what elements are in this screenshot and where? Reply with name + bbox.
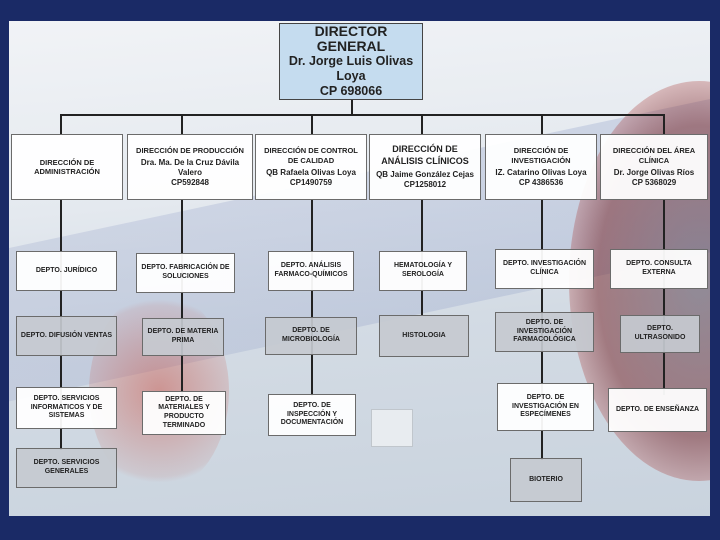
department-label: DEPTO. DE ENSEÑANZA	[615, 405, 700, 413]
department-box: DEPTO. DE INVESTIGACIÓN EN ESPECÍMENES	[497, 383, 594, 431]
department-label: DEPTO. FABRICACIÓN DE SOLUCIONES	[141, 264, 230, 280]
direction-title: DIRECCIÓN DEL ÁREA CLÍNICA	[612, 146, 696, 165]
director-general-box: DIRECTOR GENERAL Dr. Jorge Luis Olivas L…	[279, 23, 423, 100]
department-box: DEPTO. SERVICIOS INFORMATICOS Y DE SISTE…	[16, 387, 117, 429]
direction-head-name: QB Jaime González Cejas	[376, 169, 474, 179]
department-box: DEPTO. DE INSPECCIÓN Y DOCUMENTACIÓN	[268, 394, 356, 436]
direction-head-cp: CP1490759	[289, 177, 333, 187]
direction-title: DIRECCIÓN DE ADMINISTRACIÓN	[34, 157, 100, 176]
direction-head-name: Dr. Jorge Olivas Ríos	[613, 167, 695, 177]
direction-box-control-calidad: DIRECCIÓN DE CONTROL DE CALIDAD QB Rafae…	[255, 134, 367, 200]
direction-head-cp: CP 5368029	[631, 177, 677, 187]
department-label: DEPTO. DE INVESTIGACIÓN FARMACOLÓGICA	[513, 318, 576, 344]
department-label: DEPTO. SERVICIOS GENERALES	[33, 459, 100, 475]
director-title: DIRECTOR GENERAL	[314, 22, 388, 54]
department-box: DEPTO. DE ENSEÑANZA	[608, 388, 707, 432]
connector-line	[60, 114, 664, 116]
direction-box-analisis-clinicos: DIRECCIÓN DE ANÁLISIS CLÍNICOS QB Jaime …	[369, 134, 481, 200]
direction-title: DIRECCIÓN DE PRODUCCIÓN	[136, 145, 244, 155]
direction-title: DIRECCIÓN DE CONTROL DE CALIDAD	[264, 146, 358, 165]
department-box: DEPTO. DE MATERIALES Y PRODUCTO TERMINAD…	[142, 391, 226, 435]
department-box: DEPTO. FABRICACIÓN DE SOLUCIONES	[136, 253, 235, 293]
department-label: DEPTO. DE MICROBIOLOGÍA	[282, 327, 340, 343]
connector-line	[421, 114, 423, 134]
direction-box-area-clinica: DIRECCIÓN DEL ÁREA CLÍNICA Dr. Jorge Oli…	[600, 134, 708, 200]
direction-head-cp: CP 4386536	[518, 177, 564, 187]
department-box: DEPTO. SERVICIOS GENERALES	[16, 448, 117, 488]
department-box: DEPTO. DE MATERIA PRIMA	[142, 318, 224, 356]
direction-title: DIRECCIÓN DE ANÁLISIS CLÍNICOS	[381, 144, 469, 166]
org-chart-frame: DIRECTOR GENERAL Dr. Jorge Luis Olivas L…	[9, 21, 710, 516]
direction-box-produccion: DIRECCIÓN DE PRODUCCIÓN Dra. Ma. De la C…	[127, 134, 253, 200]
department-box: DEPTO. DE MICROBIOLOGÍA	[265, 317, 357, 355]
department-label: DEPTO. CONSULTA EXTERNA	[626, 260, 692, 276]
department-label: DEPTO. DIFUSIÓN VENTAS	[20, 331, 113, 339]
director-name: Dr. Jorge Luis Olivas Loya	[288, 54, 414, 84]
department-label: DEPTO. DE MATERIA PRIMA	[147, 328, 219, 344]
department-box: DEPTO. CONSULTA EXTERNA	[610, 249, 708, 289]
direction-head-cp: CP592848	[171, 178, 209, 188]
direction-head-name: QB Rafaela Olivas Loya	[266, 167, 356, 177]
connector-line	[311, 200, 313, 396]
director-cp: CP 698066	[319, 84, 383, 99]
connector-line	[663, 114, 665, 134]
direction-box-administracion: DIRECCIÓN DE ADMINISTRACIÓN	[11, 134, 123, 200]
department-label: DEPTO. ANÁLISIS FARMACO-QUÍMICOS	[274, 262, 348, 278]
connector-line	[181, 114, 183, 134]
connector-line	[181, 200, 183, 395]
department-label: HISTOLOGIA	[402, 331, 446, 339]
connector-line	[663, 200, 665, 395]
department-box: DEPTO. ULTRASONIDO	[620, 315, 700, 353]
department-label: BIOTERIO	[529, 475, 563, 483]
connector-line	[541, 114, 543, 134]
connector-line	[311, 114, 313, 134]
direction-title: DIRECCIÓN DE INVESTIGACIÓN	[511, 146, 571, 165]
department-label: DEPTO. DE INSPECCIÓN Y DOCUMENTACIÓN	[280, 401, 344, 427]
department-label: DEPTO. SERVICIOS INFORMATICOS Y DE SISTE…	[30, 394, 103, 420]
department-box: HISTOLOGIA	[379, 315, 469, 357]
department-box: BIOTERIO	[510, 458, 582, 502]
department-label: DEPTO. DE INVESTIGACIÓN EN ESPECÍMENES	[512, 393, 579, 419]
direction-box-investigacion: DIRECCIÓN DE INVESTIGACIÓN IZ. Catarino …	[485, 134, 597, 200]
direction-head-cp: CP1258012	[403, 179, 447, 189]
department-box: HEMATOLOGÍA Y SEROLOGÍA	[379, 251, 467, 291]
department-label: HEMATOLOGÍA Y SEROLOGÍA	[393, 262, 453, 278]
connector-line	[60, 114, 62, 134]
background-window	[371, 409, 413, 447]
department-label: DEPTO. JURÍDICO	[35, 266, 98, 274]
department-box: DEPTO. JURÍDICO	[16, 251, 117, 291]
connector-line	[351, 99, 353, 115]
department-box: DEPTO. ANÁLISIS FARMACO-QUÍMICOS	[268, 251, 354, 291]
department-label: DEPTO. DE MATERIALES Y PRODUCTO TERMINAD…	[158, 395, 210, 429]
department-box: DEPTO. DIFUSIÓN VENTAS	[16, 316, 117, 356]
direction-head-name: Dra. Ma. De la Cruz Dávila Valero	[140, 158, 240, 178]
department-label: DEPTO. ULTRASONIDO	[634, 325, 686, 341]
department-label: DEPTO. INVESTIGACIÓN CLÍNICA	[502, 260, 587, 276]
department-box: DEPTO. DE INVESTIGACIÓN FARMACOLÓGICA	[495, 312, 594, 352]
department-box: DEPTO. INVESTIGACIÓN CLÍNICA	[495, 249, 594, 289]
direction-head-name: IZ. Catarino Olivas Loya	[495, 167, 587, 177]
